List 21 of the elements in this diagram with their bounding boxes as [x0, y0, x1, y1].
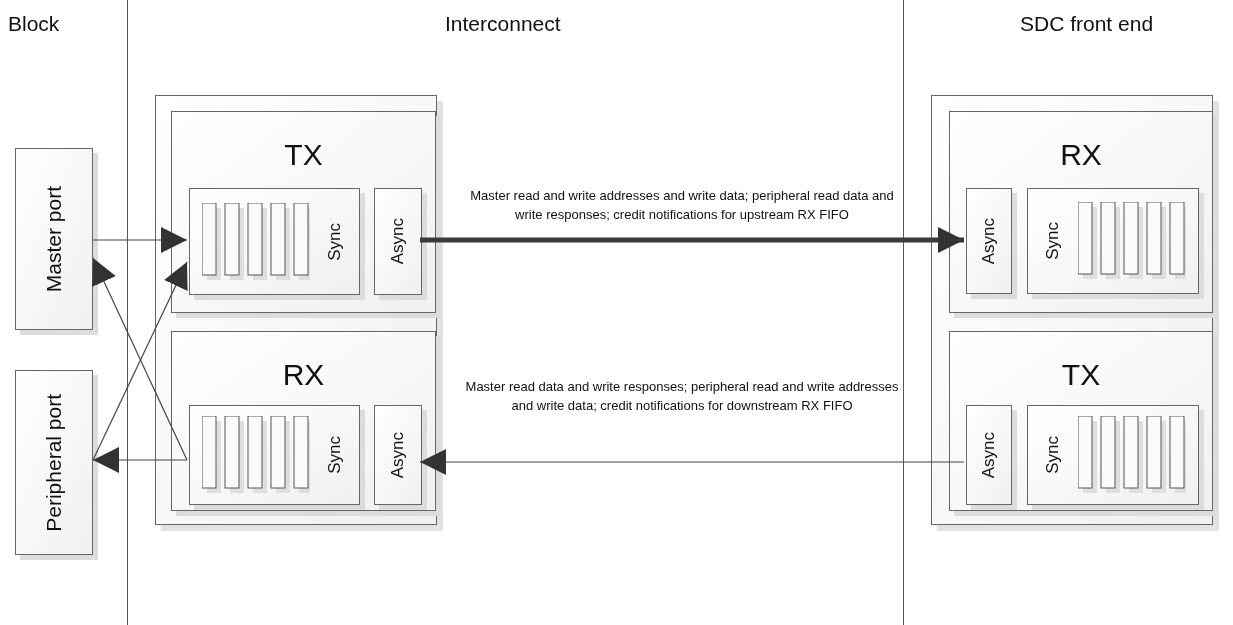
async-label: Async: [978, 217, 1000, 265]
async-label: Async: [978, 431, 1000, 479]
section-title: TX: [284, 140, 323, 170]
async-label: Async: [387, 431, 409, 479]
section-title: RX: [1060, 140, 1102, 170]
port-label: Peripheral port: [40, 393, 66, 532]
port-label: Master port: [40, 185, 66, 293]
sync-label: Sync: [1042, 222, 1064, 260]
sync-label: Sync: [323, 222, 345, 261]
column-header: SDC front end: [1020, 11, 1154, 37]
async-label: Async: [387, 218, 409, 265]
column-header: Block: [8, 11, 60, 37]
section-title: RX: [282, 360, 325, 390]
section-title: TX: [1061, 360, 1101, 390]
sync-label: Sync: [323, 436, 345, 474]
arrow: [419, 449, 965, 475]
column-header: Interconnect: [445, 11, 561, 37]
arrow: [92, 227, 188, 253]
arrow: [420, 227, 964, 253]
arrow: [92, 447, 188, 473]
sync-label: Sync: [1042, 436, 1064, 474]
